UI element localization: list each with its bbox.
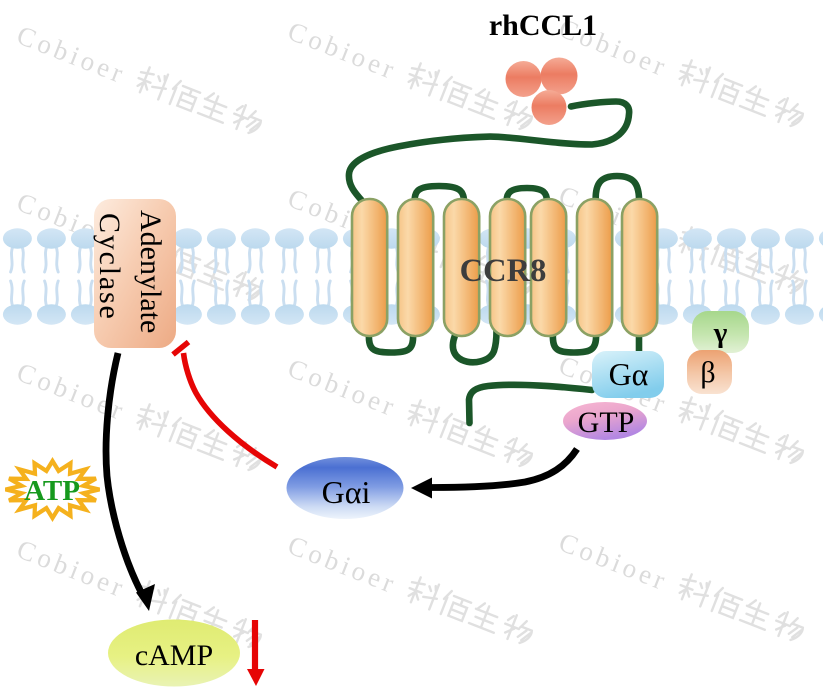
svg-text:cAMP: cAMP [135,639,213,672]
svg-text:Gα: Gα [609,356,649,392]
svg-text:Adenylate: Adenylate [134,210,167,333]
svg-text:rhCCL1: rhCCL1 [489,9,597,42]
svg-text:β: β [700,356,715,389]
svg-text:γ: γ [713,317,728,349]
svg-text:GTP: GTP [578,406,635,439]
svg-text:Cyclase: Cyclase [93,213,126,321]
svg-text:CCR8: CCR8 [460,253,547,289]
svg-text:Gαi: Gαi [322,474,371,510]
svg-text:ATP: ATP [24,475,80,507]
